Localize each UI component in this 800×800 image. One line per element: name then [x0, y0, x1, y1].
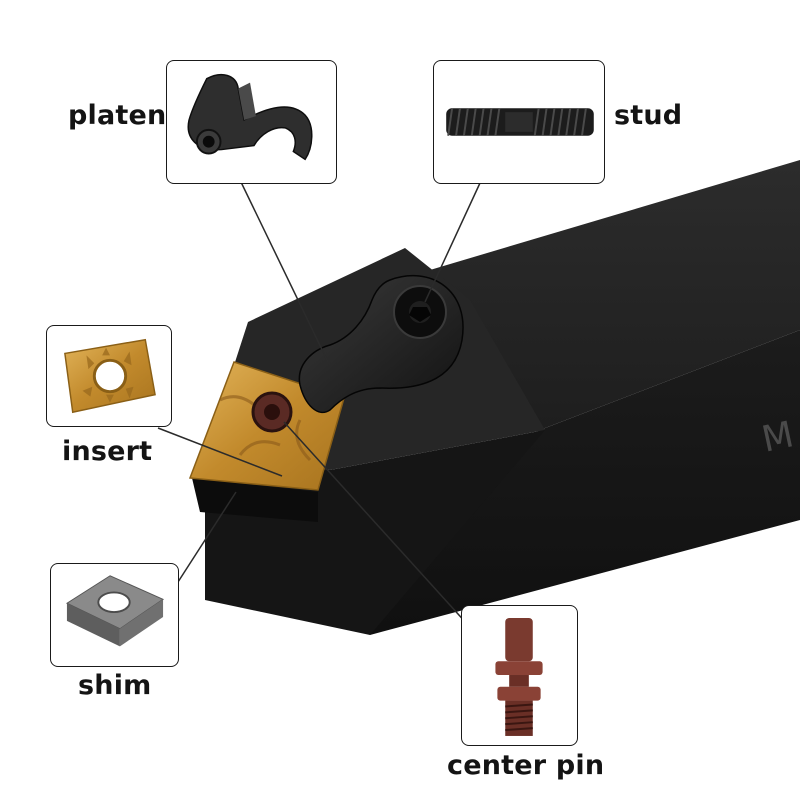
platen-clamp-icon	[187, 73, 313, 161]
leader-line-stud	[424, 182, 481, 303]
insert-label: insert	[62, 436, 153, 467]
stud-label: stud	[614, 100, 683, 131]
shank-side-face	[320, 330, 800, 635]
threaded-stud-icon	[446, 108, 594, 136]
platen-callout-box	[166, 60, 337, 184]
leader-line-center-pin	[283, 421, 469, 626]
leader-line-insert	[157, 427, 283, 477]
center-pin-label: center pin	[447, 750, 605, 781]
square-shim-icon	[65, 575, 165, 647]
stud-callout-box	[433, 60, 605, 184]
center-pin-callout-box	[461, 605, 578, 746]
gold-insert-icon	[64, 338, 156, 414]
shim-callout-box	[50, 563, 179, 667]
insert-callout-box	[46, 325, 172, 427]
shim-label: shim	[78, 670, 152, 701]
leader-line-platen	[239, 179, 329, 363]
center-pin-icon	[495, 618, 543, 736]
leader-line-shim	[177, 491, 237, 583]
platen-label: platen	[68, 100, 167, 131]
shank-top-face	[430, 160, 800, 430]
